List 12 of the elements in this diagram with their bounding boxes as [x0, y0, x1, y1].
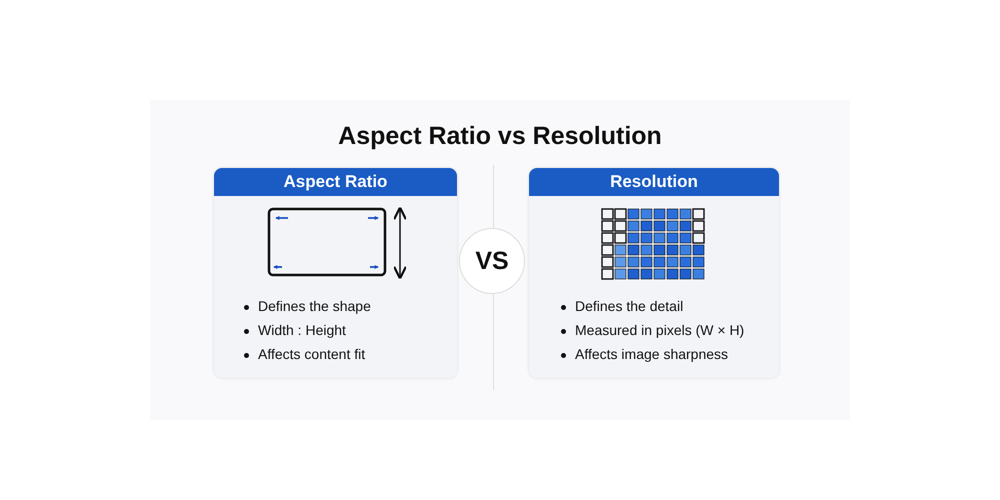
bullet-text: Defines the shape — [244, 298, 371, 314]
bullet-text: Measured in pixels (W × H) — [561, 322, 744, 338]
title: Aspect Ratio vs Resolution — [337, 122, 663, 151]
card-header: Aspect Ratio — [214, 168, 457, 196]
bullet-text: Width : Height — [244, 322, 346, 338]
bullet-text: Affects content fit — [244, 346, 366, 362]
comparison-card — [214, 168, 457, 378]
bullet-text: Defines the detail — [561, 298, 684, 314]
bullet-text: Affects image sharpness — [561, 346, 728, 362]
card-header: Resolution — [529, 168, 779, 196]
vs-text: VS — [475, 246, 509, 276]
comparison-card — [529, 168, 779, 378]
